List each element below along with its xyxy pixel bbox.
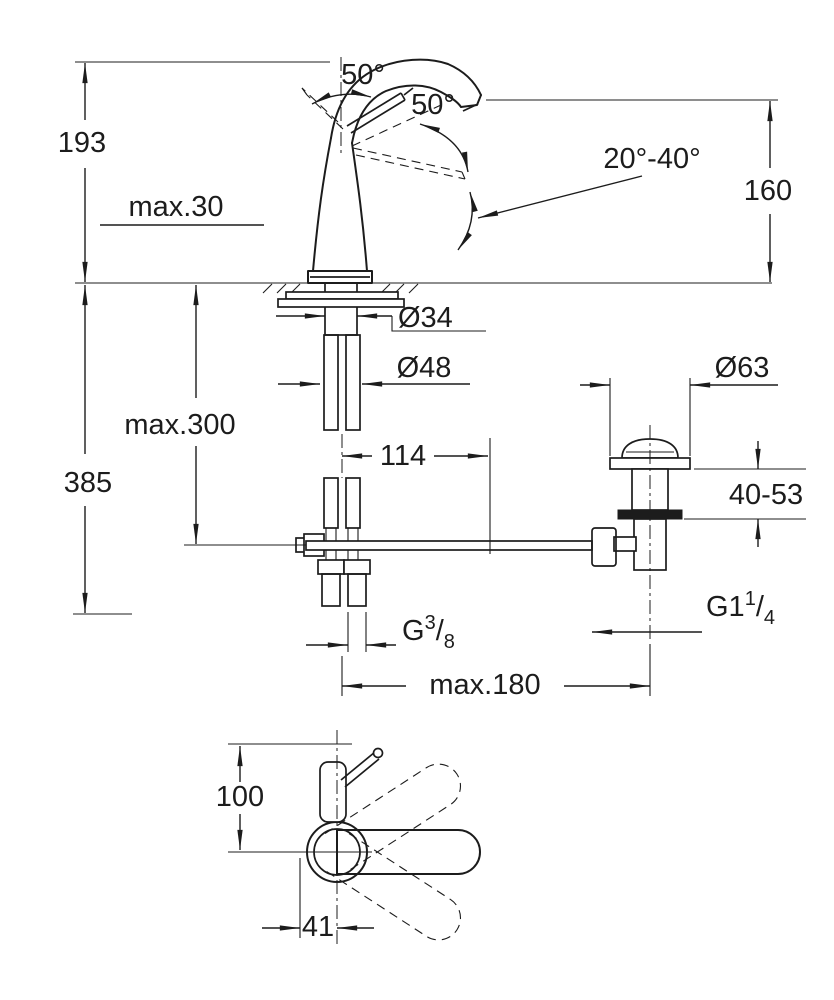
faucet-base — [307, 270, 373, 284]
spout-tip — [460, 94, 482, 108]
spout-swivel-left — [324, 763, 461, 871]
adjustment-knob — [591, 527, 617, 567]
dim-label-overall-depth: 385 — [64, 467, 112, 499]
dim-clamping-range: 40-53 — [684, 441, 806, 547]
lever-knob — [372, 747, 384, 759]
top-view: 100 41 — [216, 730, 481, 945]
dim-handle-height: 100 — [216, 743, 352, 850]
dim-label-rod-offset: 114 — [380, 440, 426, 472]
pop-up-rod — [295, 533, 593, 557]
angle-lever-front: 50° — [411, 89, 469, 173]
handle-base-top-view — [319, 761, 347, 823]
mounting-washer — [285, 291, 399, 300]
mounting-nut — [277, 298, 405, 308]
dim-hose-thread: G3/8 — [306, 612, 455, 653]
dim-rod-offset: 114 — [341, 434, 491, 554]
dim-label-clamping-range: 40-53 — [729, 479, 803, 511]
angle-spout-swivel: 20°-40° — [457, 143, 701, 251]
dim-height-overall: 193 — [58, 61, 330, 282]
deck-hatch — [262, 283, 419, 294]
dim-hose-length: max.300 — [124, 285, 306, 546]
dim-label-handle-height: 100 — [216, 781, 264, 813]
faucet-body — [307, 58, 482, 284]
dim-label-height-overall: 193 — [58, 127, 106, 159]
dim-label-handle-offset: 41 — [302, 911, 334, 943]
spout-swivel-right — [324, 833, 461, 941]
dim-label-hose-length: max.300 — [124, 409, 235, 441]
aerator — [462, 103, 479, 112]
lever-top-view — [340, 751, 380, 788]
drain-assembly — [591, 425, 691, 640]
dim-label-spout-swivel-range: 20°-40° — [603, 143, 700, 175]
dim-label-spout-height: 160 — [744, 175, 792, 207]
spout-top-view — [336, 829, 481, 875]
dim-max-span: max.180 — [341, 644, 651, 701]
dim-handle-offset: 41 — [262, 858, 374, 943]
dim-label-waste-thread: G11/4 — [706, 588, 775, 629]
dim-waste-thread: G11/4 — [592, 588, 775, 635]
rod-connector — [613, 536, 637, 552]
dim-label-shank-diameter: Ø34 — [398, 302, 453, 334]
dim-label-hole-diameter: Ø48 — [397, 352, 452, 384]
dim-shank-diameter: Ø34 — [276, 302, 486, 334]
dim-label-max-span: max.180 — [429, 669, 540, 701]
dim-overall-depth: 385 — [64, 285, 132, 615]
dim-label-lever-swing-top: 50° — [341, 59, 385, 91]
hose-connectors — [317, 559, 371, 607]
angle-lever-top: 50° — [311, 59, 385, 105]
spout-inner — [351, 84, 462, 144]
dim-waste-flange-diameter: Ø63 — [580, 352, 778, 456]
dim-label-hose-thread: G3/8 — [402, 612, 455, 653]
dim-hole-diameter: Ø48 — [278, 352, 470, 387]
dim-label-deck-thickness: max.30 — [128, 191, 223, 223]
dim-label-waste-flange-diameter: Ø63 — [715, 352, 770, 384]
dim-deck-thickness: max.30 — [100, 191, 264, 226]
dim-spout-height: 160 — [486, 99, 792, 282]
dim-label-lever-swing-front: 50° — [411, 89, 455, 121]
threaded-shank — [324, 282, 358, 336]
